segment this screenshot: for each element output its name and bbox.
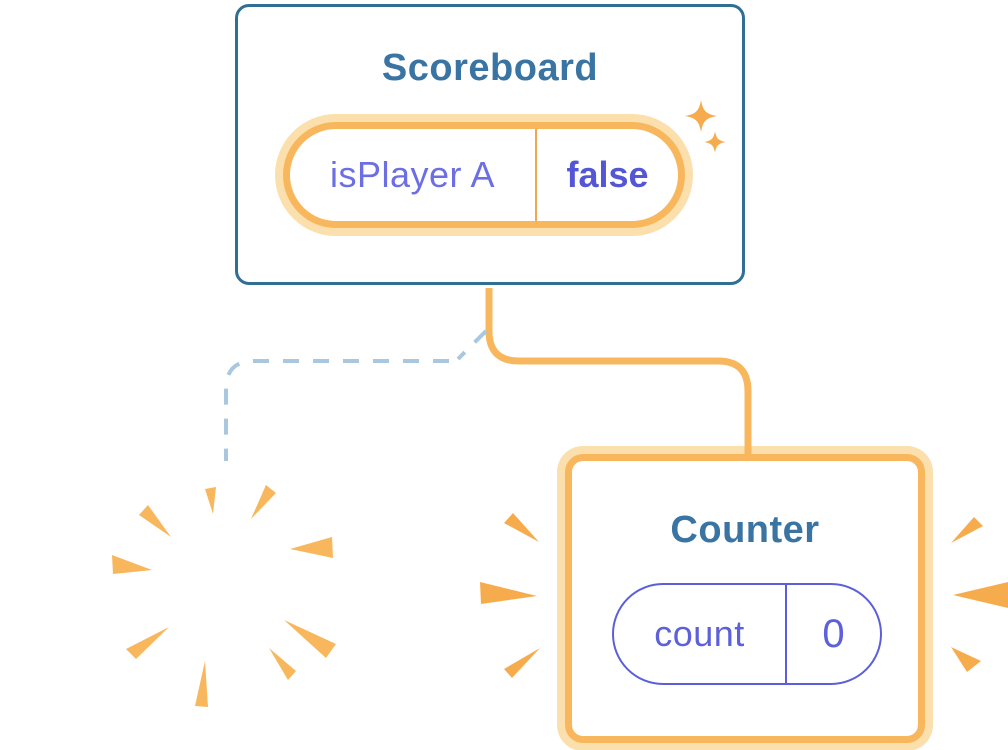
counter-title: Counter <box>670 509 820 551</box>
state-label: count <box>654 613 745 654</box>
removed-branch-connector-line <box>224 359 449 461</box>
emphasis-burst-left-icon <box>480 513 540 678</box>
scoreboard-component-card: Scoreboard isPlayer A false <box>235 4 745 285</box>
pill-divider <box>535 129 537 221</box>
counter-state-pill: count 0 <box>612 583 882 685</box>
removed-branch-connector-line <box>456 329 488 361</box>
emphasis-burst-right-icon <box>951 517 1008 672</box>
scoreboard-title: Scoreboard <box>381 47 599 89</box>
state-value: false <box>566 154 649 195</box>
counter-component-card: Counter count 0 <box>565 454 925 743</box>
state-label: isPlayer A <box>329 154 496 195</box>
removed-component-card <box>91 454 367 730</box>
state-value: 0 <box>822 611 845 656</box>
scoreboard-state-pill: isPlayer A false <box>283 122 685 228</box>
pill-divider <box>785 585 787 683</box>
parent-child-connector-line <box>485 288 752 460</box>
